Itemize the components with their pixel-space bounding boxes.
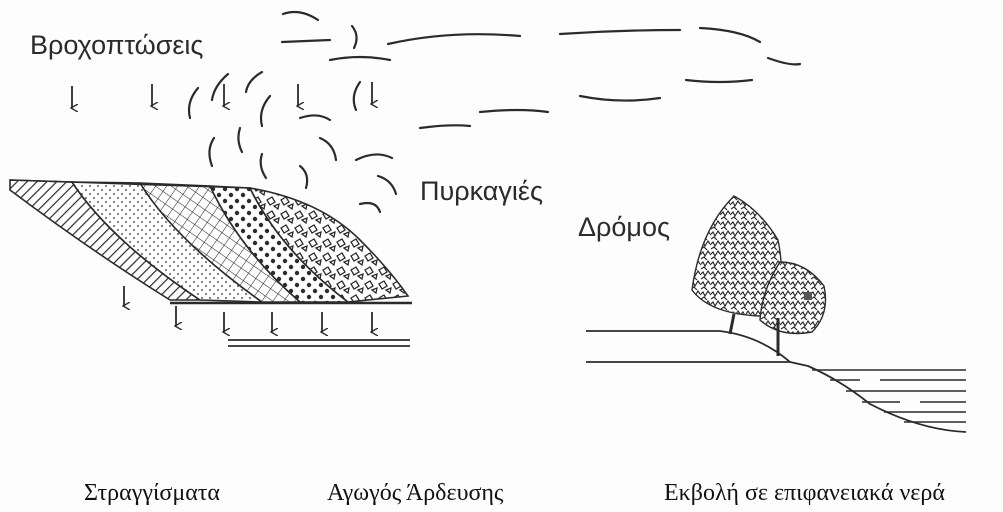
leachate-caption: Στραγγίσματα bbox=[84, 480, 220, 507]
landfill-slope bbox=[10, 180, 412, 303]
rain-arrows bbox=[72, 82, 372, 108]
fires-label: Πυρκαγιές bbox=[420, 176, 543, 207]
tree-icon bbox=[692, 196, 826, 356]
rainfall-label: Βροχοπτώσεις bbox=[30, 30, 203, 61]
road-label: Δρόμος bbox=[578, 212, 670, 243]
discharge-caption: Εκβολή σε επιφανειακά νερά bbox=[664, 480, 945, 507]
water-ripples bbox=[812, 370, 966, 422]
ignition-pipe-caption: Αγωγός Άρδευσης bbox=[327, 480, 503, 507]
riverbank-scene bbox=[586, 331, 966, 432]
ignition-pipe bbox=[228, 340, 410, 346]
